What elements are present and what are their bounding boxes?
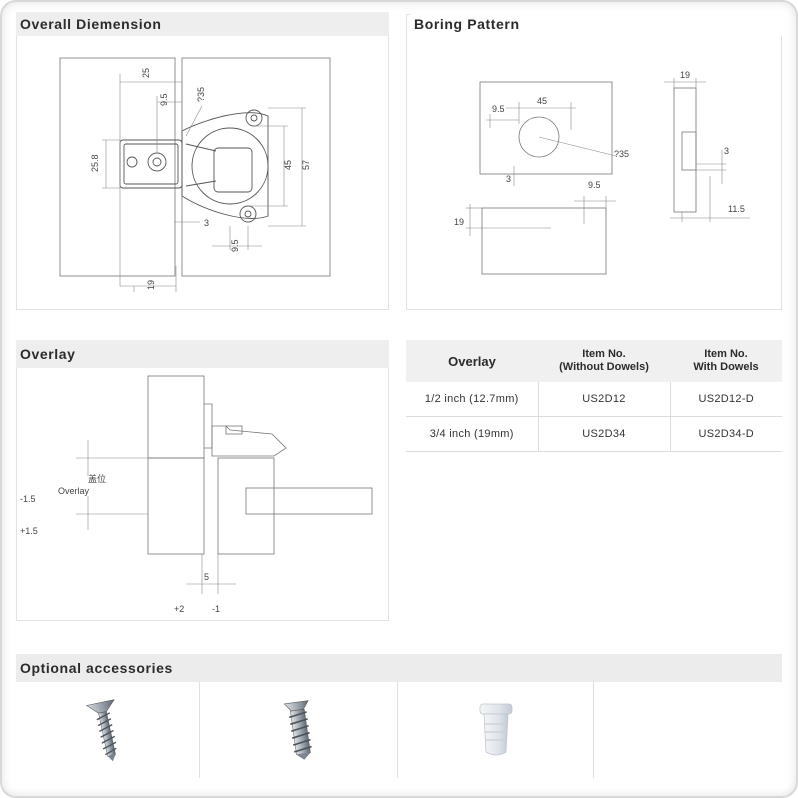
- overlay-english-label: Overlay: [58, 486, 90, 496]
- bp-dim-35: ?35: [614, 149, 629, 159]
- boring-pattern-drawing: 19 9.5 45 ?35 3 3 9.5 19 11.5: [454, 70, 750, 275]
- overlay-drawing: 盖位 Overlay -1.5 +1.5 5 +2 -1: [20, 375, 373, 614]
- table-cell: 1/2 inch (12.7mm): [406, 382, 539, 417]
- col-overlay: Overlay: [406, 340, 538, 382]
- dim-9-5-top: 9.5: [159, 93, 169, 106]
- overlay-dim-5: 5: [204, 572, 209, 582]
- flat-head-screw-icon: [86, 699, 117, 762]
- overlay-header: Overlay: [16, 340, 389, 368]
- accessory-slot-2: [200, 682, 398, 778]
- col-item-without-dowels: Item No. (Without Dowels): [538, 340, 670, 382]
- table-cell: 3/4 inch (19mm): [406, 416, 539, 452]
- overlay-plus-1-5: +1.5: [20, 526, 38, 536]
- dim-3: 3: [204, 218, 209, 228]
- euro-screw-icon: [283, 700, 312, 760]
- table-cell: US2D34: [538, 416, 671, 452]
- dim-35-diameter: ?35: [196, 87, 206, 102]
- accessories-header: Optional accessories: [16, 654, 782, 682]
- dim-25-8: 25.8: [90, 154, 100, 172]
- overall-dimension-panel: [16, 14, 389, 310]
- overlay-plus-2: +2: [174, 604, 184, 614]
- col-item-with-dowels: Item No. With Dowels: [670, 340, 782, 382]
- accessory-slot-4: [594, 682, 782, 778]
- table-row: 3/4 inch (19mm) US2D34 US2D34-D: [406, 416, 782, 452]
- overlay-minus-1-5: -1.5: [20, 494, 36, 504]
- bp-dim-11-5: 11.5: [728, 204, 745, 214]
- bp-dim-3: 3: [506, 174, 511, 184]
- bp-dim-3-side: 3: [724, 146, 729, 156]
- table-row: 1/2 inch (12.7mm) US2D12 US2D12-D: [406, 382, 782, 417]
- dim-57: 57: [301, 160, 311, 170]
- overall-dimension-header: Overall Diemension: [16, 12, 389, 36]
- dim-45: 45: [283, 160, 293, 170]
- bp-dim-9-5-lower: 9.5: [588, 180, 601, 190]
- table-cell: US2D12-D: [670, 382, 782, 417]
- table-cell: US2D12: [538, 382, 671, 417]
- dim-19: 19: [146, 280, 156, 290]
- bp-dim-9-5: 9.5: [492, 104, 505, 114]
- plastic-dowel-icon: [479, 703, 513, 756]
- boring-pattern-panel: [406, 14, 782, 310]
- overall-dimension-drawing: 25 9.5 ?35 25.8 45 57 3 9.5 19: [59, 57, 331, 292]
- table-cell: US2D34-D: [670, 416, 782, 452]
- hinge-drawing: [119, 109, 269, 223]
- dim-9-5-bottom: 9.5: [230, 239, 240, 252]
- boring-pattern-header: Boring Pattern: [410, 12, 782, 36]
- accessory-slot-1: [16, 682, 200, 778]
- overlay-table: Overlay Item No. (Without Dowels) Item N…: [406, 340, 782, 452]
- bp-dim-19-left: 19: [454, 217, 464, 227]
- dim-25: 25: [141, 68, 151, 78]
- overlay-chinese-label: 盖位: [88, 473, 106, 484]
- bp-dim-19-top: 19: [680, 70, 690, 80]
- bp-dim-45: 45: [537, 96, 547, 106]
- accessory-slot-3: [398, 682, 594, 778]
- overlay-minus-1: -1: [212, 604, 220, 614]
